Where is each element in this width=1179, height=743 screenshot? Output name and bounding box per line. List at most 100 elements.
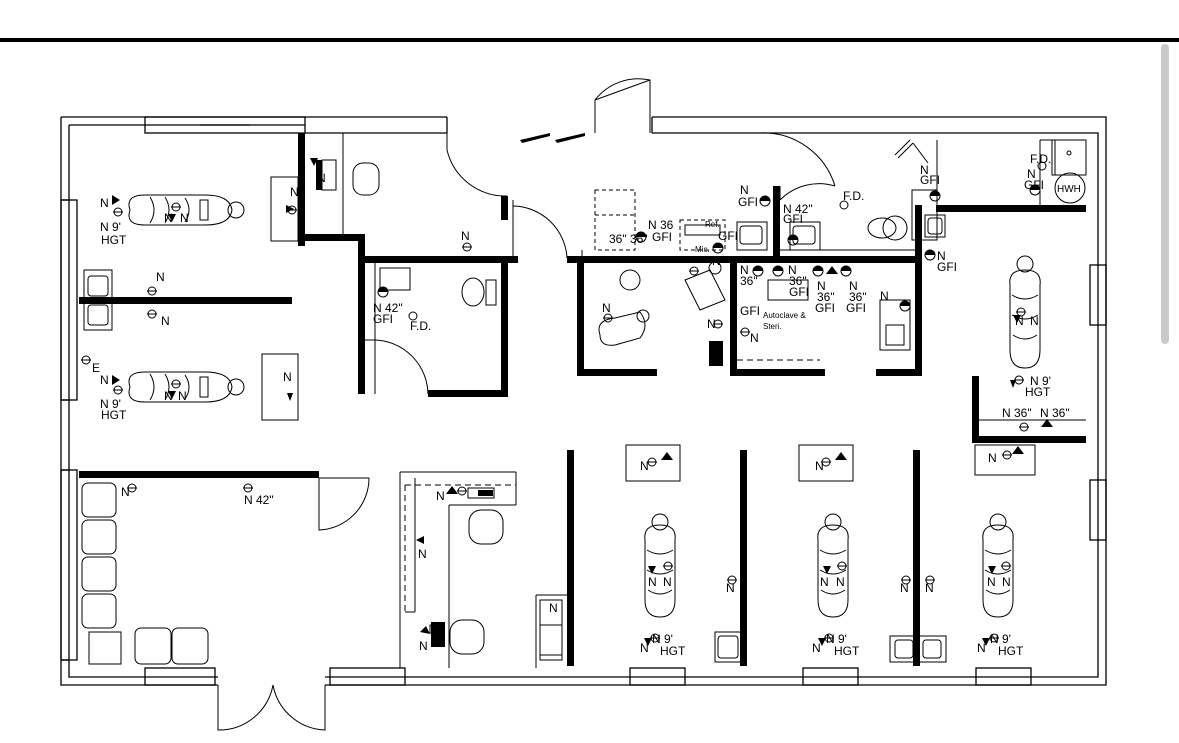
- label-n: N: [880, 289, 889, 303]
- label-gfi: GFI: [740, 304, 760, 318]
- label-n: N: [820, 575, 829, 589]
- label-n: N: [549, 601, 558, 615]
- label-n-9: N 9': [826, 632, 847, 646]
- label-hgt: HGT: [834, 644, 860, 658]
- label-gfi: GFI: [738, 195, 758, 209]
- dental-chair-5: [817, 513, 849, 618]
- label-hwh: HWH: [1057, 184, 1081, 195]
- label-gfi: GFI: [920, 173, 940, 187]
- sinks: [87, 217, 943, 659]
- label-n: N: [788, 263, 797, 277]
- exterior-walls: [60, 116, 1107, 686]
- label-n: N: [290, 185, 299, 199]
- label-36: 36": [849, 290, 867, 304]
- label-fd: F.D.: [410, 319, 431, 333]
- label-n: N: [178, 389, 187, 403]
- label-n: N: [1002, 575, 1011, 589]
- label-n: N: [640, 459, 649, 473]
- label-n: N: [663, 575, 672, 589]
- label-n-9: N 9': [652, 632, 673, 646]
- label-n: N: [648, 575, 657, 589]
- label-n: N: [977, 641, 986, 655]
- scrollbar-thumb[interactable]: [1161, 44, 1169, 344]
- office-chairs: [81, 162, 1086, 665]
- label-n-9: N 9': [1030, 374, 1051, 388]
- label-gfi: GFI: [373, 312, 393, 326]
- label-n: N: [1030, 314, 1039, 328]
- label-n: N: [1027, 167, 1036, 181]
- label-n: N: [987, 575, 996, 589]
- label-n: N: [121, 485, 130, 499]
- dental-chair-3: [1009, 255, 1041, 369]
- label-n: N: [1015, 314, 1024, 328]
- label-n-42: N 42": [373, 301, 403, 315]
- label-n: N: [712, 254, 721, 268]
- label-n: N: [740, 183, 749, 197]
- label-fd: F.D.: [843, 189, 864, 203]
- dental-chair-7: [598, 261, 726, 346]
- label-gfi: GFI: [846, 301, 866, 315]
- label-n: N: [156, 270, 165, 284]
- label-n: N: [283, 370, 292, 384]
- label-n-36: N 36": [1002, 406, 1032, 420]
- label-n: N: [436, 489, 445, 503]
- label-n: N: [164, 389, 173, 403]
- label-n: N: [937, 249, 946, 263]
- label-gfi: GFI: [652, 230, 672, 244]
- label-n-36: N 36": [1040, 406, 1070, 420]
- label-gfi: GFI: [937, 260, 957, 274]
- top-door-frame: [520, 133, 585, 143]
- label-n: N: [836, 575, 845, 589]
- label-36: 36": [740, 274, 758, 288]
- label-mic: Mic.: [695, 245, 710, 254]
- label-autoclave: Autoclave &: [763, 311, 806, 320]
- partitions: [319, 133, 1086, 668]
- label-36: 36": [789, 274, 807, 288]
- label-36: 36": [817, 290, 835, 304]
- label-n: N: [740, 263, 749, 277]
- label-n: N: [900, 581, 909, 595]
- outlet-symbols: [81, 150, 1072, 643]
- doors: [217, 78, 929, 731]
- label-n: N: [920, 163, 929, 177]
- label-hgt: HGT: [660, 644, 686, 658]
- label-gfi: GFI: [815, 301, 835, 315]
- label-n: N: [100, 196, 109, 210]
- label-fd: F.D.: [1030, 152, 1051, 166]
- toilets: [461, 217, 897, 307]
- label-36: 36": [609, 232, 627, 246]
- dental-chair-6: [982, 513, 1014, 618]
- label-gfi: GFI: [789, 285, 809, 299]
- label-n: N: [750, 331, 759, 345]
- data-triangles: [112, 158, 1053, 646]
- gfi-outlets: [377, 184, 1041, 312]
- label-hgt: HGT: [998, 644, 1024, 658]
- label-n-9: N 9': [990, 632, 1011, 646]
- label-n: N: [164, 211, 173, 225]
- labels: N N 9' HGT N N N N E N N 9' HGT N N N N …: [92, 152, 1081, 658]
- dental-chair-4: [644, 513, 676, 618]
- label-n: N: [317, 171, 326, 185]
- label-hgt: HGT: [1025, 385, 1051, 399]
- cabinets: [83, 139, 1087, 665]
- label-n: N: [100, 373, 109, 387]
- interior-walls: [79, 133, 1086, 666]
- label-hgt: HGT: [101, 233, 127, 247]
- label-n-42: N 42": [244, 493, 274, 507]
- label-n: N: [640, 641, 649, 655]
- dental-chair-1: [128, 194, 245, 226]
- label-n: N: [180, 211, 189, 225]
- label-n-36: N 36: [648, 218, 674, 232]
- label-n: N: [419, 639, 428, 653]
- label-gfi: GFI: [783, 212, 803, 226]
- equipment-blocks: [316, 159, 723, 647]
- label-gfi: GFI: [718, 229, 738, 243]
- label-n: N: [812, 641, 821, 655]
- label-steri: Steri.: [763, 322, 782, 331]
- label-n: N: [815, 459, 824, 473]
- label-n: N: [726, 581, 735, 595]
- label-n: N: [418, 547, 427, 561]
- label-n: N: [161, 314, 170, 328]
- label-e: E: [92, 361, 100, 375]
- label-n-9: N 9': [100, 220, 121, 234]
